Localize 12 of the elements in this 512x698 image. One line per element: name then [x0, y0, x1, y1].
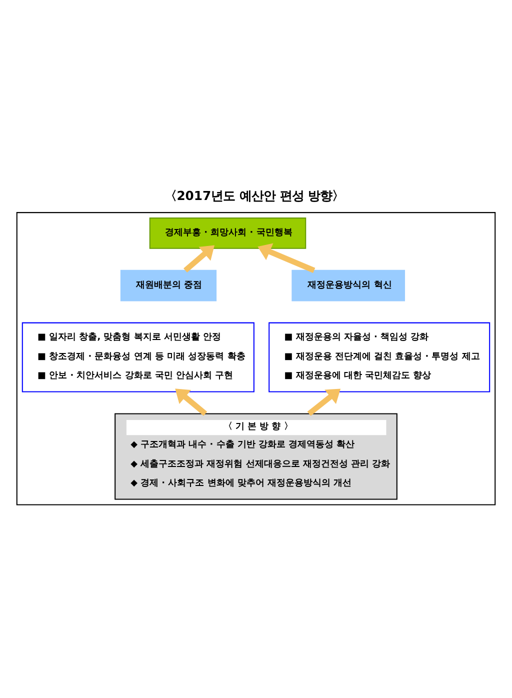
node-box: ■ 재정운용의 자율성 · 책임성 강화 ■ 재정운용 전단계에 걸친 효율성 · 투명성 제고 ■ 재정운용에 대한 국민체감도 향상 — [268, 322, 490, 392]
node-box: 경제부흥 · 희망사회 · 국민행복 — [149, 218, 306, 249]
arrow — [258, 243, 316, 273]
node-box: 재원배분의 중점 — [120, 270, 217, 302]
arrow — [175, 388, 208, 416]
node-box: ■ 일자리 창출, 맞춤형 복지로 서민생활 안정 ■ 창조경제 · 문화융성 연계 등 미래 성장동력 확충 ■ 안보 · 치안서비스 강화로 국민 안심사회 구현 — [22, 322, 254, 392]
arrow — [307, 388, 341, 416]
node-box: 〈 기 본 방 향 〉 ◆ 구조개혁과 내수 · 수출 기반 강화로 경제역동성 확산 ◆ 세출구조조정과 재정위험 선제대응으로 재정건전성 관리 강화 ◆ 경제 · 사회구조 변화에 맞추어 재정운용방식의 개선 — [114, 413, 398, 500]
arrow — [184, 245, 215, 273]
node-box: 재정운용방식의 혁신 — [292, 270, 406, 302]
cluster — [16, 212, 496, 506]
diagram-title: 〈2017년도 예산안 편성 방향〉 — [164, 188, 344, 203]
